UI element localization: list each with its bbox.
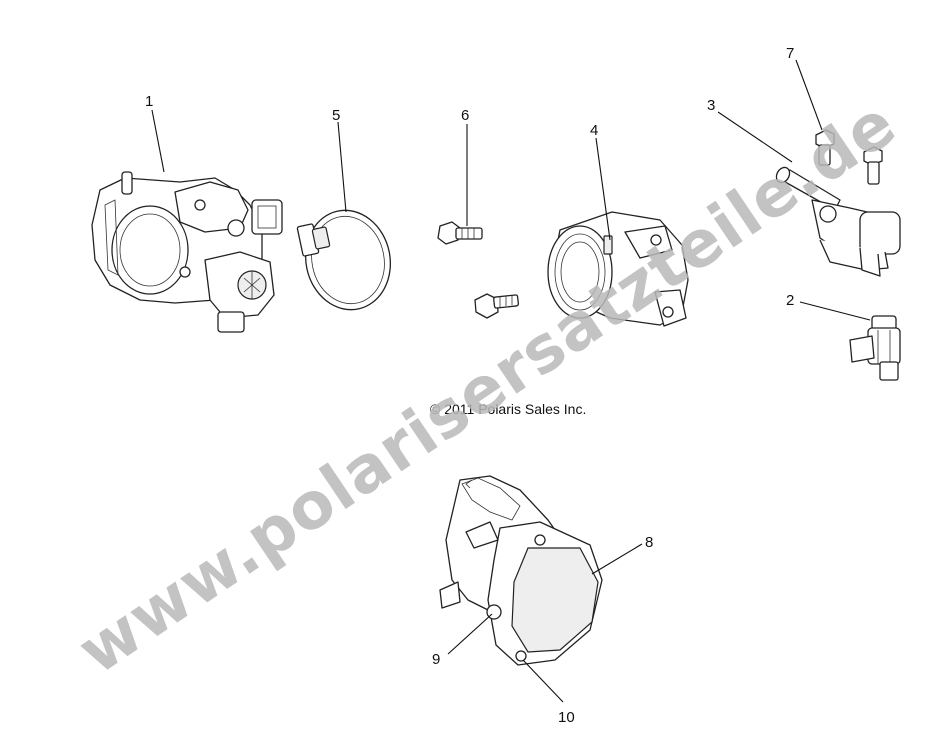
sensor-housing-part	[439, 475, 603, 666]
leader-lines	[151, 59, 871, 703]
copyright-notice: © 2011 Polaris Sales Inc.	[430, 401, 586, 417]
fuel-injector-part	[849, 315, 901, 381]
throttle-body-part	[91, 171, 283, 333]
callout-4: 4	[590, 122, 598, 139]
callout-1: 1	[145, 93, 153, 110]
callout-2: 2	[786, 292, 794, 309]
hose-clamp-part	[296, 209, 392, 311]
fuel-rail-bolt-part-2	[863, 146, 883, 185]
callout-10: 10	[558, 709, 575, 726]
callout-9: 9	[432, 651, 440, 668]
fuel-rail-bolt-part	[815, 129, 835, 166]
callout-3: 3	[707, 97, 715, 114]
callout-5: 5	[332, 107, 340, 124]
callout-8: 8	[645, 534, 653, 551]
intake-adapter-part	[547, 211, 689, 327]
callout-6: 6	[461, 107, 469, 124]
fuel-rail-part	[775, 166, 901, 277]
bolt-part	[437, 221, 483, 245]
bolt-part-lower	[474, 293, 520, 319]
callout-7: 7	[786, 45, 794, 62]
